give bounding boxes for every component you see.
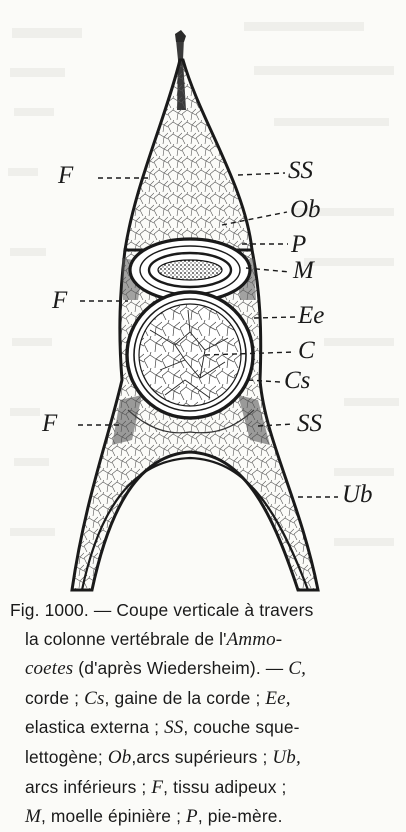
label-ub: Ub — [342, 482, 373, 507]
caption-text: la colonne vertébrale de l' — [25, 629, 227, 649]
label-c: C — [298, 338, 315, 363]
label-f-mid: F — [52, 288, 67, 313]
label-f-low: F — [42, 411, 57, 436]
caption-text: (d'après Wiedersheim). — — [73, 658, 288, 678]
caption-italic: F — [151, 777, 163, 798]
caption-text: , couche sque- — [183, 717, 299, 737]
caption-italic: Ub, — [272, 747, 300, 768]
caption-line-3: coetes (d'après Wiedersheim). — C, — [10, 654, 398, 684]
caption-italic: coetes — [25, 658, 73, 679]
figure-number: Fig. 1000. — [10, 600, 89, 620]
caption-italic: Ee, — [265, 688, 290, 709]
caption-line-1: Fig. 1000. — Coupe verticale à travers — [10, 596, 398, 625]
caption-text: , tissu adipeux ; — [163, 777, 286, 797]
caption-line-8: M, moelle épinière ; P, pie-mère. — [10, 802, 398, 832]
caption-italic: Ob — [108, 747, 132, 768]
caption-italic: Ammo- — [227, 629, 283, 650]
caption-italic: P — [186, 806, 198, 827]
caption-text: arcs inférieurs ; — [25, 777, 151, 797]
caption-text: , moelle épinière ; — [41, 806, 186, 826]
label-f-top: F — [58, 163, 73, 188]
upper-tissue-outline — [125, 60, 252, 250]
label-ss-low: SS — [297, 411, 322, 436]
caption-line-2: la colonne vertébrale de l'Ammo- — [10, 625, 398, 655]
label-ob: Ob — [290, 197, 321, 222]
caption-line-6: lettogène; Ob,arcs supérieurs ; Ub, — [10, 743, 398, 773]
caption-text: elastica externa ; — [25, 717, 164, 737]
label-cs: Cs — [284, 368, 310, 393]
label-ss-top: SS — [288, 158, 313, 183]
caption-italic: Cs — [84, 688, 104, 709]
caption-text: lettogène; — [25, 747, 108, 767]
caption-text: , gaine de la corde ; — [105, 688, 266, 708]
caption-line-7: arcs inférieurs ; F, tissu adipeux ; — [10, 773, 398, 803]
caption-line-4: corde ; Cs, gaine de la corde ; Ee, — [10, 684, 398, 714]
label-p: P — [291, 232, 306, 257]
caption-text: corde ; — [25, 688, 84, 708]
caption-italic: SS — [164, 717, 183, 738]
caption-italic: C, — [288, 658, 306, 679]
caption-text: — Coupe verticale à travers — [89, 600, 314, 620]
label-m: M — [293, 258, 314, 283]
label-ee: Ee — [298, 303, 324, 328]
caption-text: , pie-mère. — [198, 806, 283, 826]
notochord — [127, 292, 253, 418]
figure-caption: Fig. 1000. — Coupe verticale à travers l… — [10, 596, 398, 832]
caption-line-5: elastica externa ; SS, couche sque- — [10, 713, 398, 743]
caption-italic: M — [25, 806, 41, 827]
caption-text: ,arcs supérieurs ; — [131, 747, 272, 767]
